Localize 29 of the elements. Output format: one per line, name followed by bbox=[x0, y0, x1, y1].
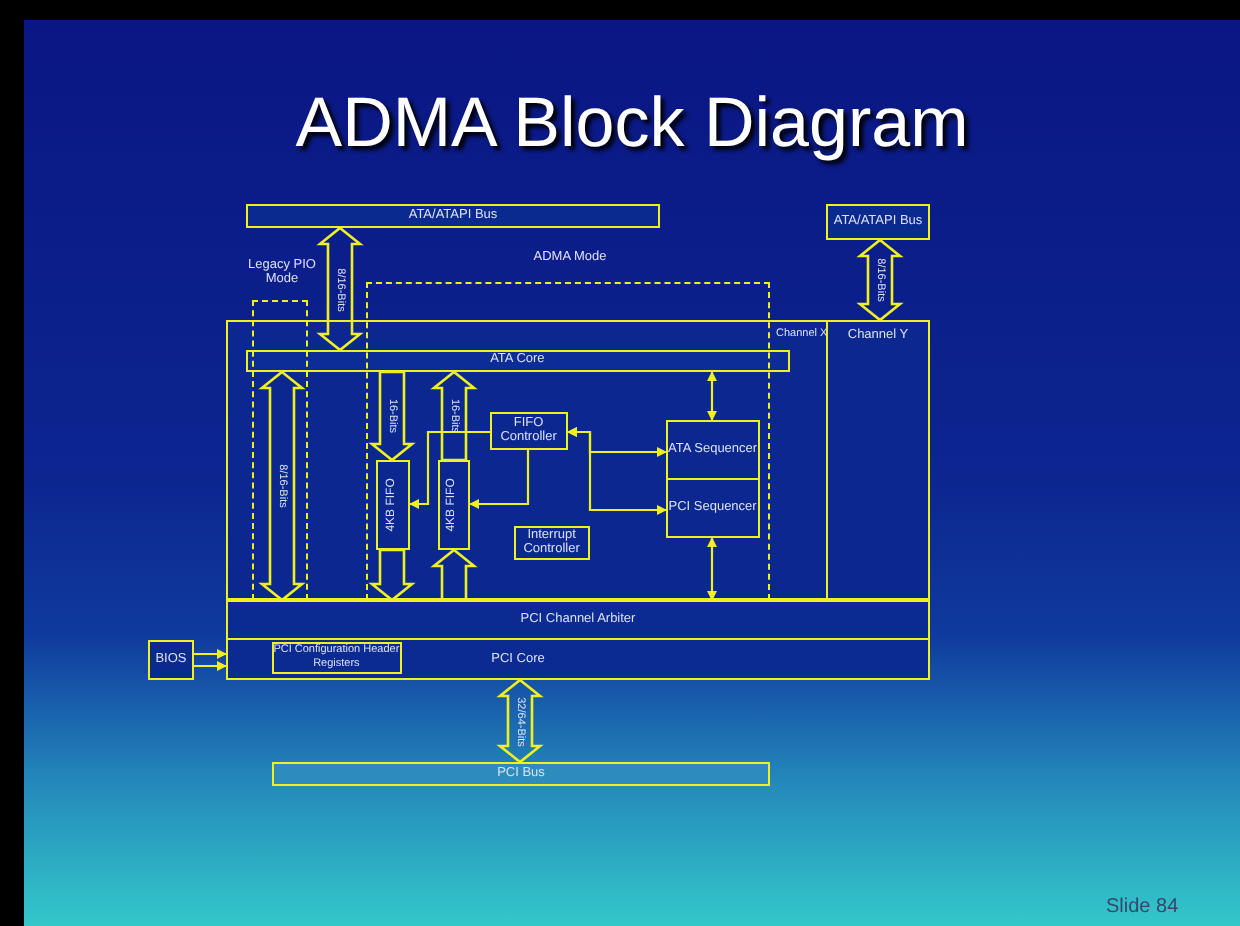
block-arrow bbox=[368, 548, 416, 602]
channel-panel bbox=[826, 320, 930, 600]
core-bar bbox=[245, 349, 790, 372]
block-arrow bbox=[856, 238, 904, 322]
slide-number: Slide 84 bbox=[1106, 896, 1179, 918]
arrow bbox=[707, 537, 717, 601]
arbiter-band bbox=[226, 600, 930, 640]
arrow bbox=[707, 371, 717, 421]
block-arrow bbox=[430, 370, 478, 462]
block-arrow bbox=[368, 370, 416, 462]
arrow bbox=[192, 652, 228, 671]
arrow bbox=[567, 427, 667, 515]
block-arrow bbox=[258, 370, 306, 602]
bios-box bbox=[148, 640, 194, 680]
block-arrow bbox=[430, 548, 478, 602]
fifo-box bbox=[437, 459, 470, 550]
fifo-box bbox=[375, 459, 410, 550]
arrow bbox=[409, 430, 490, 509]
slide-title: ADMA Block Diagram bbox=[293, 84, 971, 164]
controller-box bbox=[513, 525, 590, 560]
sequencer-box bbox=[665, 477, 760, 538]
block-arrow bbox=[496, 678, 544, 764]
arrow bbox=[469, 450, 530, 509]
core-band bbox=[226, 638, 930, 680]
bus-box bbox=[246, 204, 660, 228]
bus-box bbox=[272, 762, 770, 786]
bus-box bbox=[826, 204, 930, 240]
controller-box bbox=[489, 411, 568, 450]
block-arrow bbox=[316, 226, 364, 352]
